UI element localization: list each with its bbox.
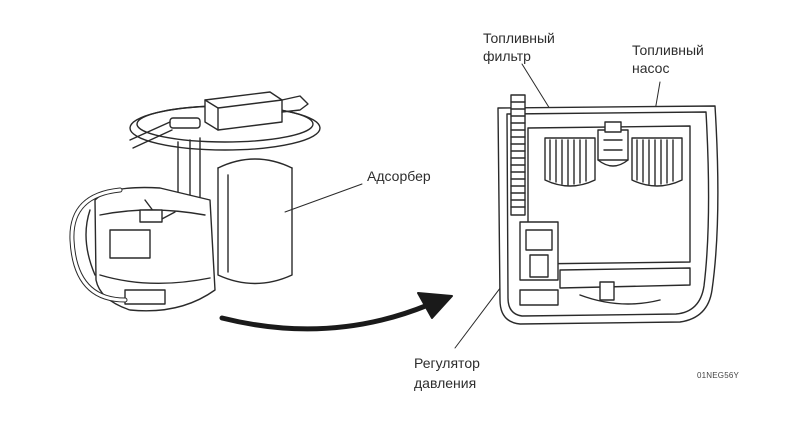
label-regulator-line1: Регулятор [414,355,480,371]
adsorber-leader [284,183,363,213]
cutaway-housing [497,94,719,325]
pump-module-assembly [69,91,321,312]
label-fuel-pump-line2: насос [632,60,670,76]
label-fuel-filter-line2: фильтр [483,48,531,64]
label-adsorber: Адсорбер [367,168,431,184]
label-fuel-filter-line1: Топливный [483,30,555,46]
vent-tube [510,94,526,216]
center-valve [597,121,629,167]
fuel-pump-element [631,137,683,187]
adsorber-canister [217,167,293,285]
fuel-filter-element [544,137,596,187]
label-regulator-line2: давления [414,375,477,391]
pressure-regulator [519,221,559,306]
direction-arrow [219,292,453,332]
module-top-connector [204,91,283,131]
figure-code: 01NEG56Y [697,371,740,380]
label-fuel-pump-line1: Топливный [632,42,704,58]
